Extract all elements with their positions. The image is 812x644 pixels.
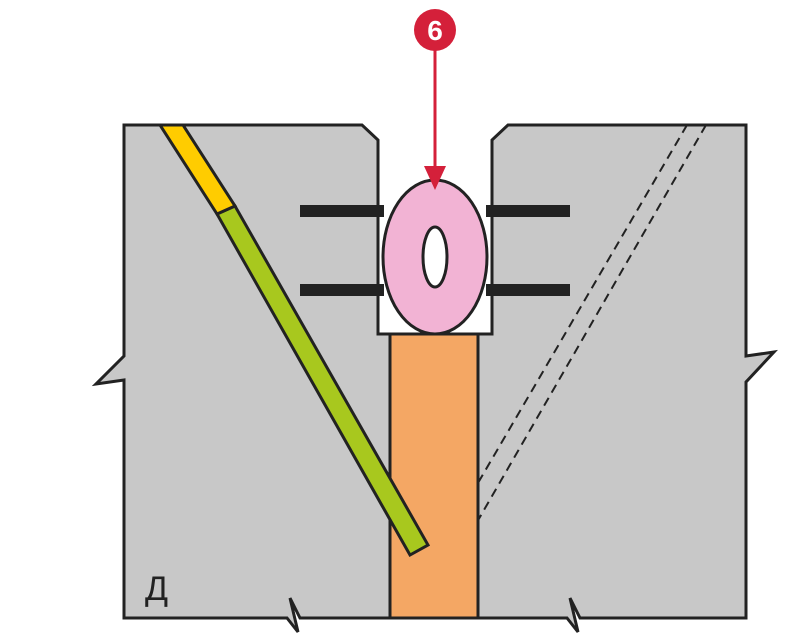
callout-badge bbox=[414, 9, 456, 51]
ring-hole bbox=[421, 225, 449, 289]
panel-label: Д bbox=[145, 570, 168, 608]
anchor-bars bbox=[300, 205, 570, 296]
orange-column bbox=[388, 332, 480, 620]
callout-arrow-head bbox=[424, 166, 446, 190]
diagonal-rod-tip bbox=[157, 123, 238, 216]
callout-number: 6 bbox=[427, 15, 443, 46]
left-wall-block bbox=[91, 123, 392, 633]
callout-marker: 6 bbox=[414, 9, 456, 190]
right-wall-block bbox=[476, 123, 778, 633]
